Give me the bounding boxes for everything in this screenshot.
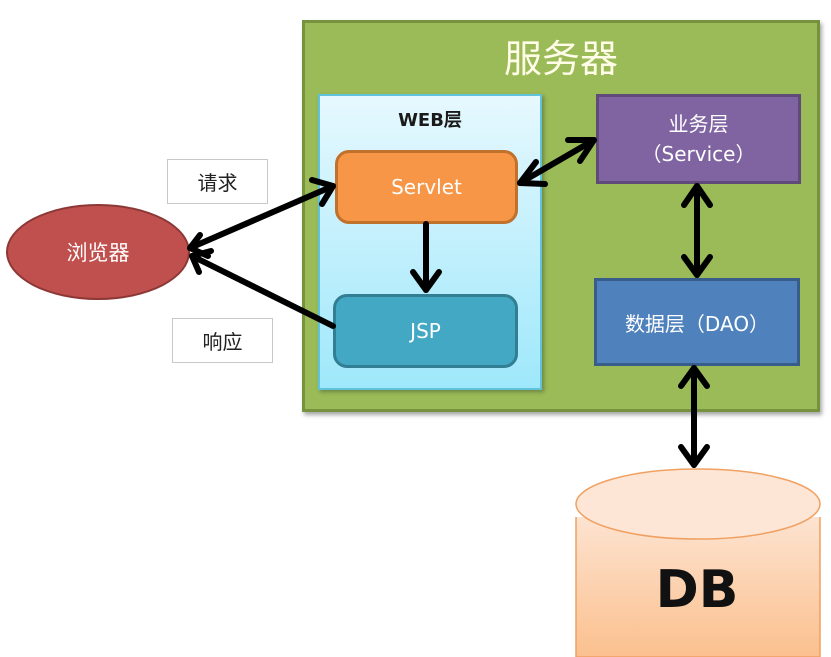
- response-label-text: 响应: [202, 330, 243, 354]
- request-label-text: 请求: [197, 171, 238, 195]
- servlet-label: Servlet: [391, 175, 462, 199]
- dao-label: 数据层（DAO）: [624, 311, 770, 336]
- edge-service-dao: [681, 183, 713, 278]
- browser-node: 浏览器: [6, 204, 190, 300]
- jsp-node: JSP: [333, 294, 518, 368]
- request-label: 请求: [167, 159, 268, 204]
- servlet-node: Servlet: [335, 150, 518, 224]
- web-layer-title: WEB层: [398, 110, 462, 131]
- service-layer-node: 业务层 （Service）: [596, 94, 801, 184]
- db-label: DB: [655, 560, 739, 620]
- service-label-en: （Service）: [641, 142, 756, 166]
- server-title: 服务器: [503, 37, 618, 81]
- dao-layer-node: 数据层（DAO）: [594, 278, 800, 366]
- edge-browser-servlet: [187, 177, 336, 259]
- db-top: [575, 468, 821, 540]
- browser-label: 浏览器: [66, 241, 130, 265]
- edge-servlet-service: [517, 137, 597, 187]
- database-cylinder: [575, 468, 821, 657]
- db-body: [575, 517, 821, 657]
- edge-jsp-browser: [189, 248, 336, 329]
- edge-servlet-jsp: [410, 221, 442, 293]
- service-label-zh: 业务层: [668, 112, 729, 136]
- jsp-label: JSP: [410, 319, 441, 343]
- response-label: 响应: [172, 318, 273, 363]
- edge-dao-db: [678, 365, 710, 468]
